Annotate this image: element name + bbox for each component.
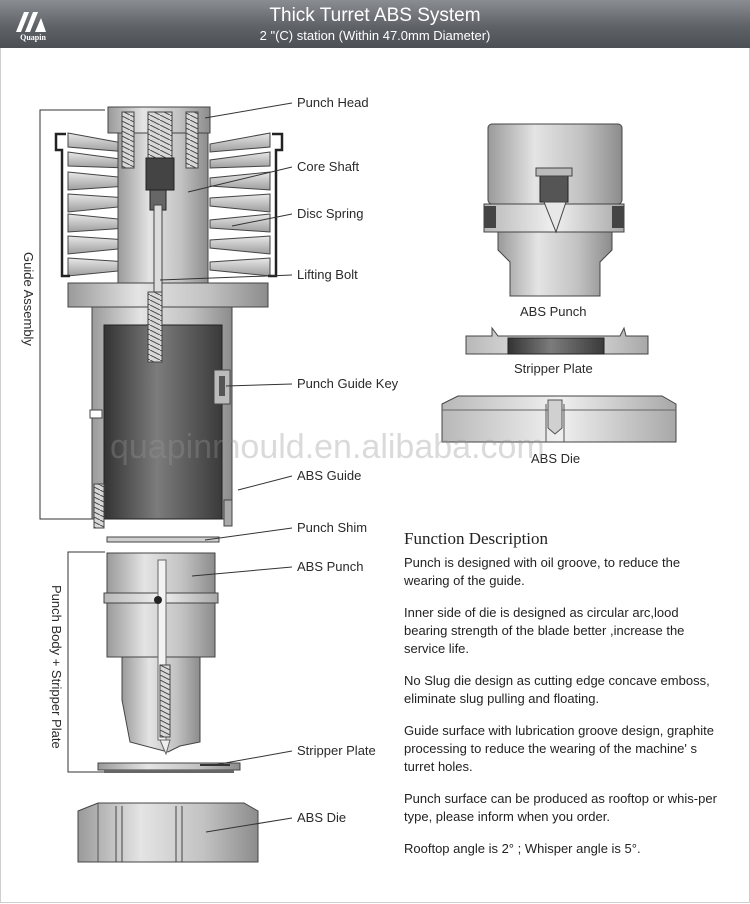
guide-assembly-bracket — [39, 109, 105, 520]
punch-body-bracket — [67, 551, 105, 773]
punch-shim — [106, 536, 220, 543]
label-disc-spring: Disc Spring — [297, 206, 364, 221]
function-para-3: No Slug die design as cutting edge conca… — [404, 673, 710, 706]
function-para-6: Rooftop angle is 2° ; Whisper angle is 5… — [404, 841, 641, 856]
header-bar: Quapin Thick Turret ABS System 2 "(C) st… — [0, 0, 750, 48]
page-title: Thick Turret ABS System — [269, 5, 481, 26]
label-stripper-plate: Stripper Plate — [297, 743, 376, 758]
label-punch-head: Punch Head — [297, 95, 369, 110]
label-right-abs-die: ABS Die — [531, 451, 581, 466]
logo-text: Quapin — [20, 33, 46, 42]
label-lifting-bolt: Lifting Bolt — [297, 267, 358, 282]
label-abs-punch: ABS Punch — [297, 559, 364, 574]
label-punch-body-stripper: Punch Body + Stripper Plate — [49, 585, 64, 749]
watermark: quapinmould.en.alibaba.com — [110, 428, 545, 466]
label-core-shaft: Core Shaft — [297, 159, 360, 174]
function-para-5: Punch surface can be produced as rooftop… — [404, 791, 717, 824]
label-punch-shim: Punch Shim — [297, 520, 368, 535]
function-para-1: Punch is designed with oil groove, to re… — [404, 555, 681, 588]
abs-die-right — [441, 395, 677, 443]
page-subtitle: 2 "(C) station (Within 47.0mm Diameter) — [259, 28, 491, 43]
leader-lines — [159, 102, 293, 833]
label-punch-guide-key: Punch Guide Key — [297, 376, 399, 391]
label-abs-guide: ABS Guide — [297, 468, 362, 483]
abs-punch-body — [103, 552, 219, 756]
disc-spring-left — [67, 132, 129, 277]
stripper-plate-right — [465, 326, 649, 355]
function-title: Function Description — [404, 529, 549, 548]
label-right-abs-punch: ABS Punch — [520, 304, 587, 319]
disc-spring-right — [209, 132, 271, 277]
punch-head-assembly — [54, 106, 284, 308]
quapin-logo-icon — [16, 12, 46, 32]
function-para-2: Inner side of die is designed as circula… — [404, 605, 685, 656]
label-abs-die: ABS Die — [297, 810, 347, 825]
abs-die-left — [77, 802, 259, 863]
abs-guide — [89, 291, 233, 529]
abs-punch-right — [483, 123, 625, 297]
label-guide-assembly: Guide Assembly — [21, 252, 36, 346]
function-para-4: Guide surface with lubrication groove de… — [404, 723, 715, 774]
label-right-stripper-plate: Stripper Plate — [514, 361, 593, 376]
